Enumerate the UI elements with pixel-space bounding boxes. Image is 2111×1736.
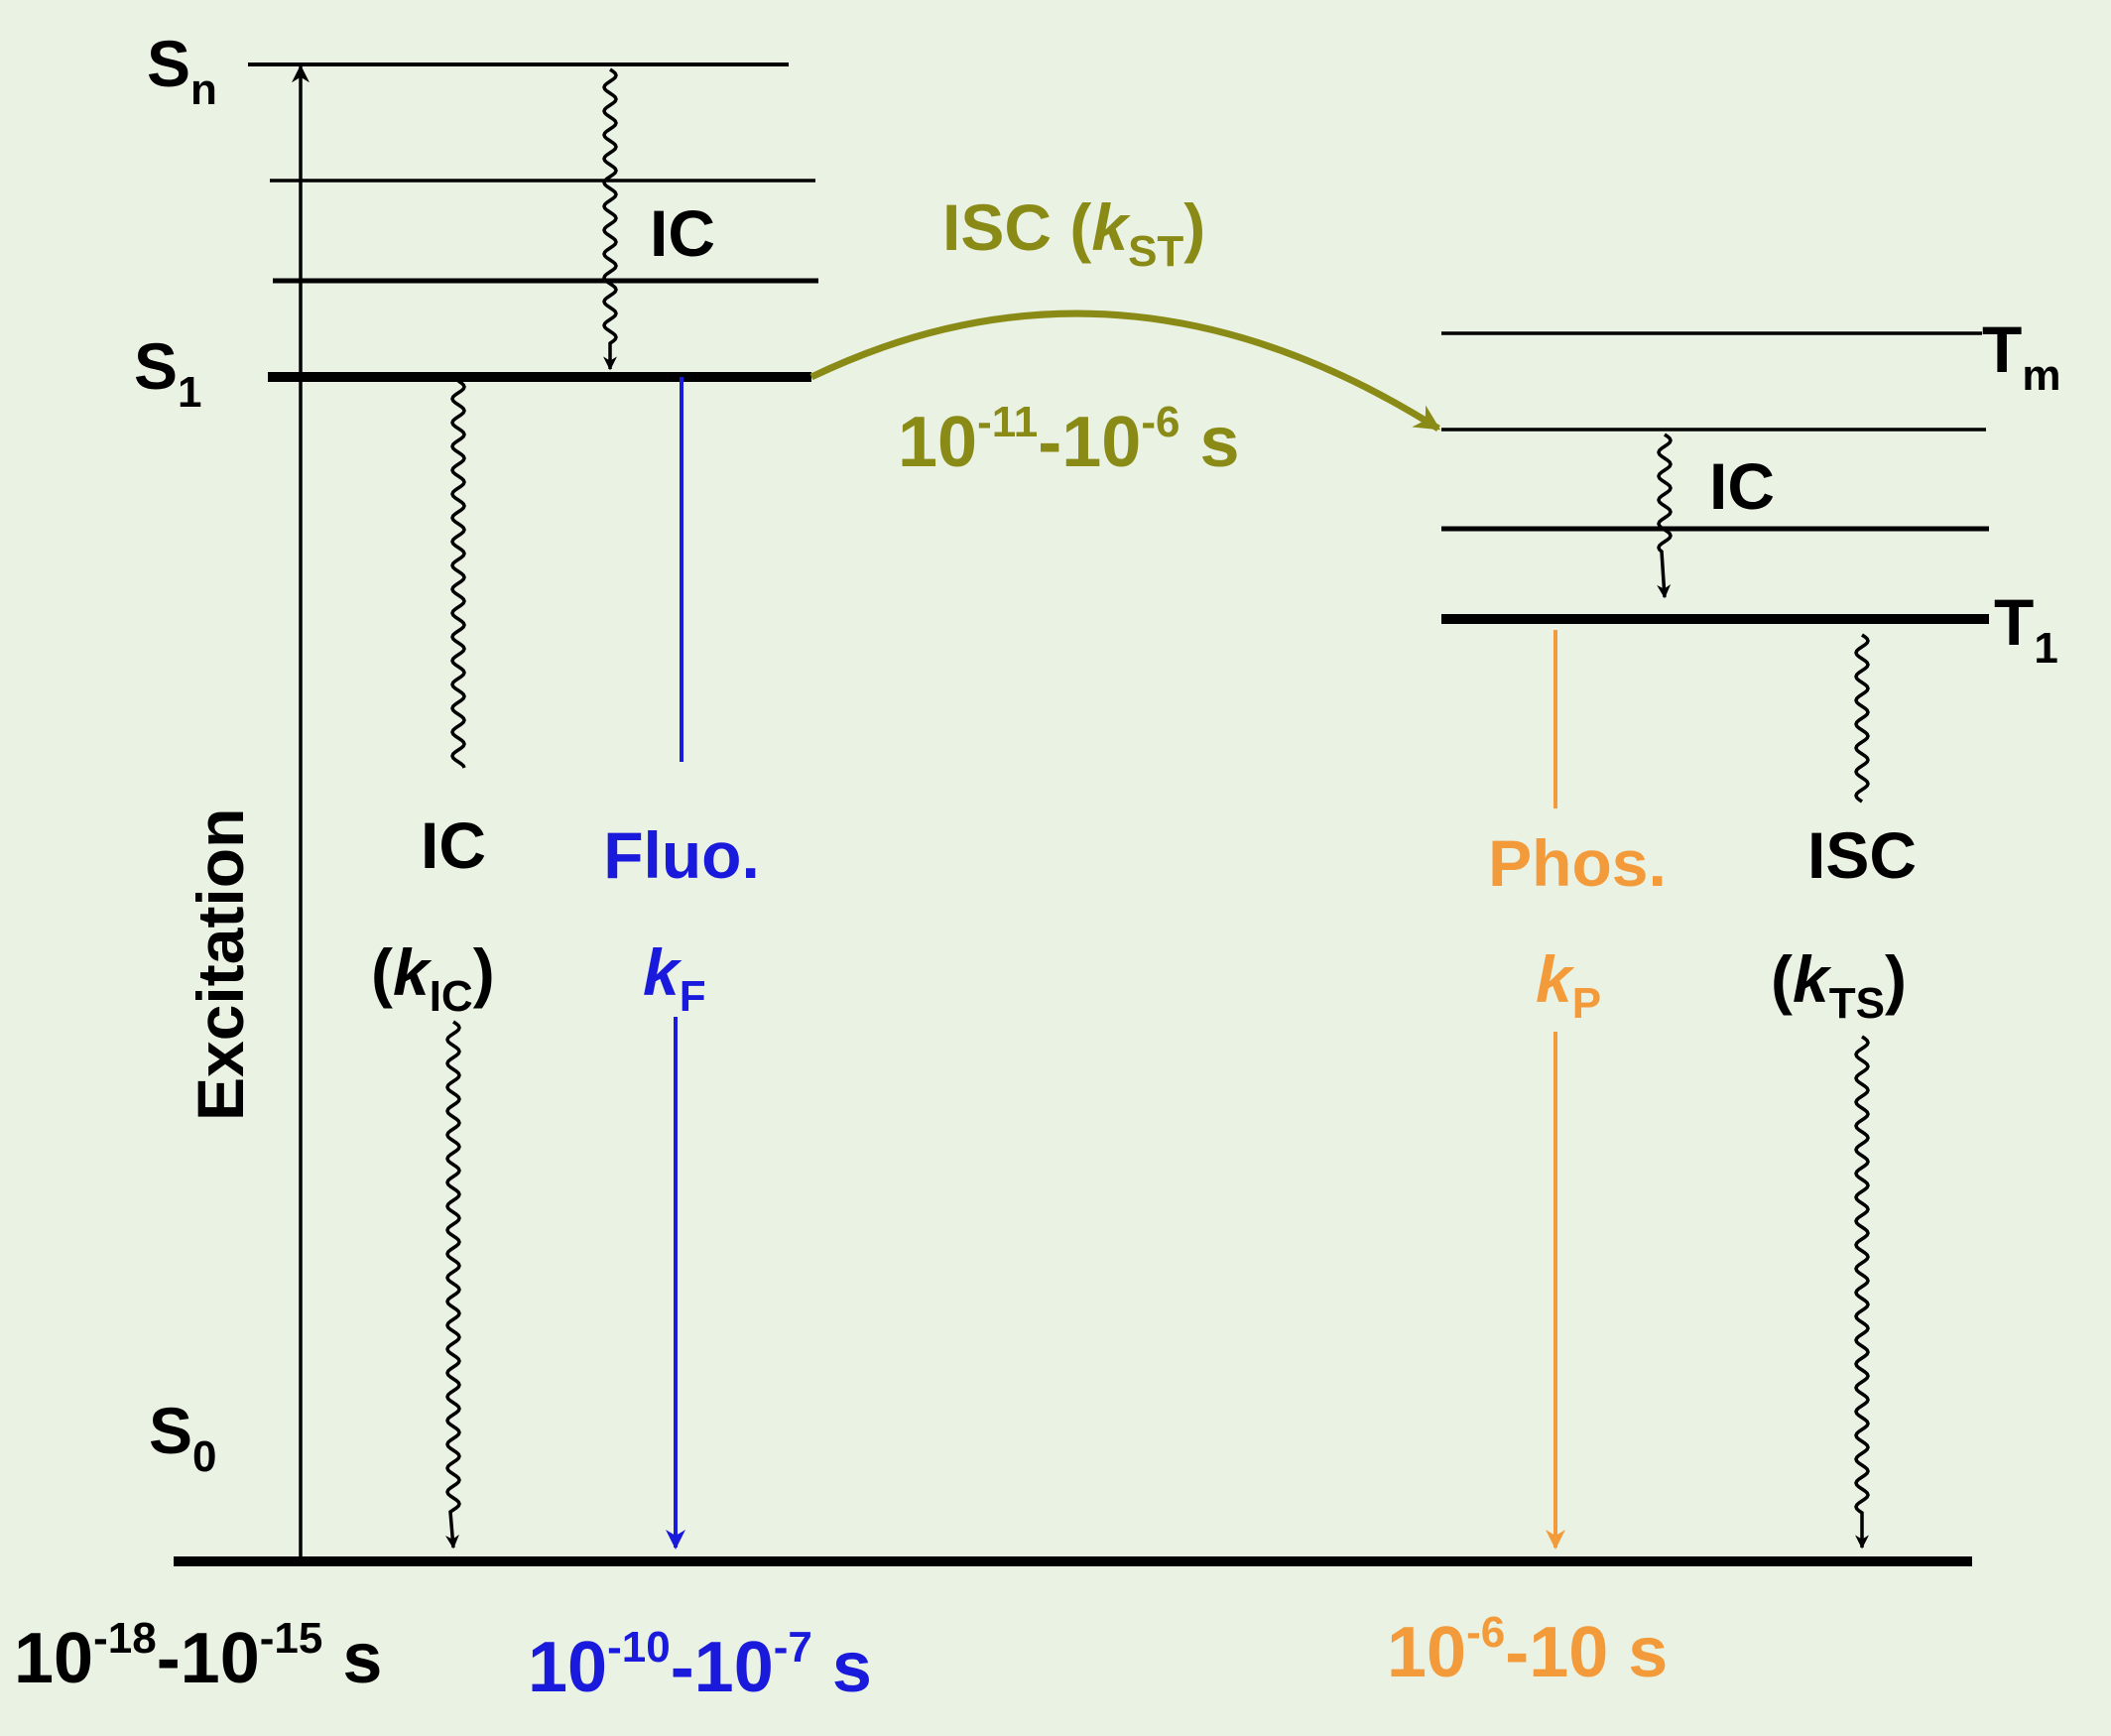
phosphorescence-rate: kP (1536, 942, 1601, 1028)
ic-triplet-label: IC (1709, 449, 1775, 523)
phosphorescence-timescale: 10-6-10 s (1387, 1608, 1668, 1692)
fluorescence-label: Fluo. (603, 818, 760, 892)
ic-singlet-label: IC (650, 196, 715, 270)
isc-decay-label: ISC (1807, 818, 1917, 892)
excitation-label: Excitation (184, 808, 257, 1121)
level-label-s1: S1 (134, 329, 202, 417)
ic-decay-label: IC (421, 808, 486, 882)
ic-decay-rate: (kIC) (371, 935, 495, 1021)
isc-decay-rate: (kTS) (1771, 942, 1907, 1028)
isc-transfer-label: ISC (kST) (942, 190, 1205, 276)
isc-decay-wavy-upper (1854, 633, 1870, 804)
ic-decay-wavy-upper (450, 379, 466, 769)
ic-decay-wavy-arrow (444, 1020, 461, 1550)
phosphorescence-label: Phos. (1488, 826, 1667, 900)
level-label-tm: Tm (1982, 312, 2060, 400)
isc-transfer-timescale: 10-11-10-6 s (898, 398, 1240, 482)
fluorescence-timescale: 10-10-10-7 s (528, 1623, 872, 1707)
isc-transfer-arrow (809, 310, 1441, 432)
fluorescence-rate: kF (643, 935, 706, 1021)
excitation-timescale: 10-18-10-15 s (14, 1614, 382, 1698)
level-label-sn: Sn (147, 27, 217, 114)
ic-triplet-wavy-arrow (1657, 433, 1673, 599)
ic-singlet-wavy-arrow (602, 67, 618, 371)
level-label-t1: T1 (1994, 585, 2058, 673)
level-label-s0: S0 (149, 1394, 217, 1481)
isc-decay-wavy-arrow (1854, 1035, 1870, 1550)
